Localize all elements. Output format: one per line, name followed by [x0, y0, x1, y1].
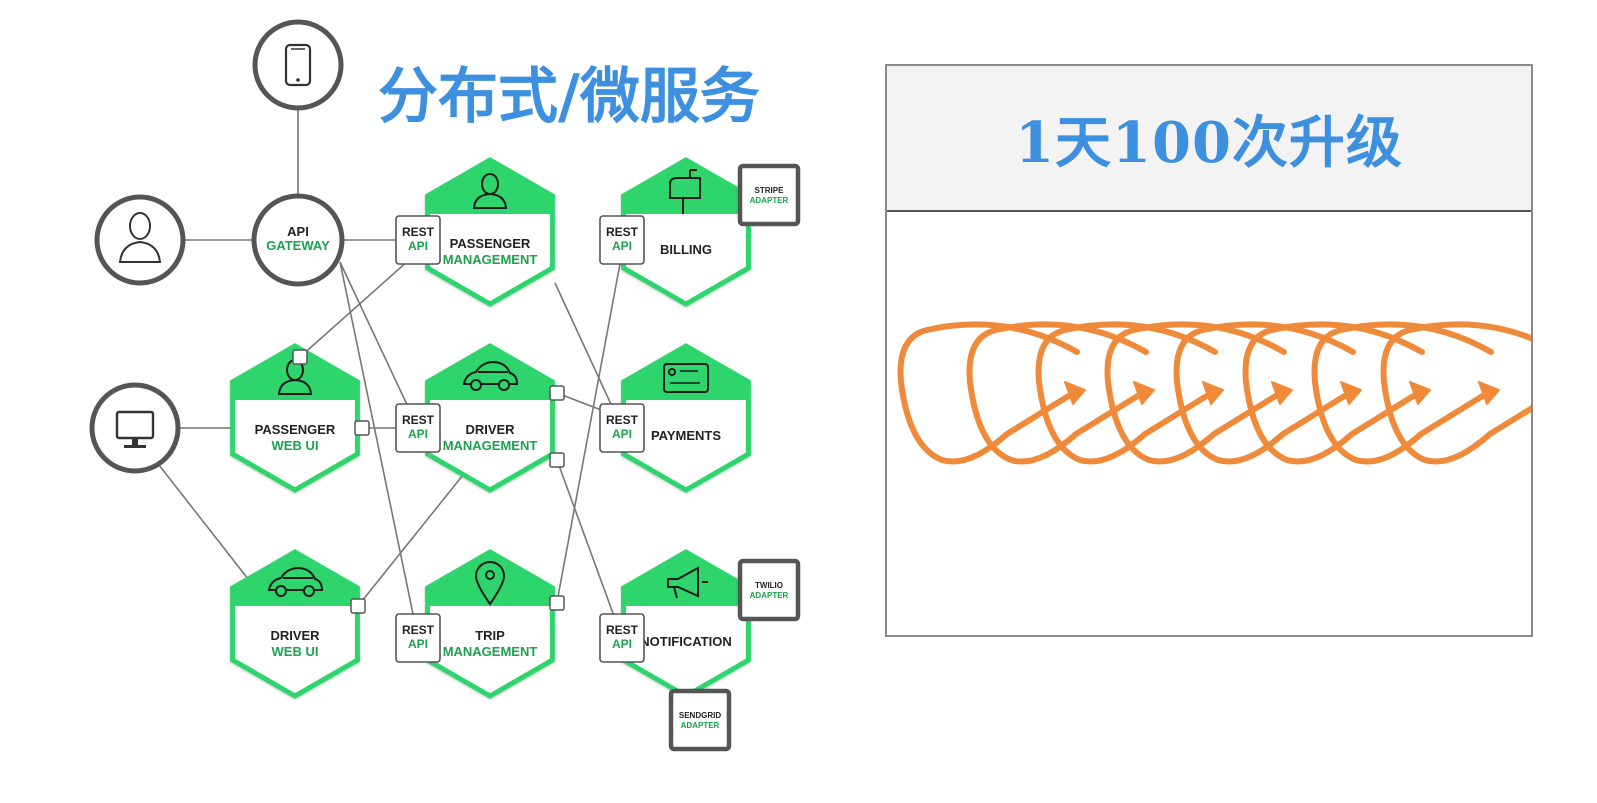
rest-label-line1: REST	[606, 623, 639, 637]
driver-management-label-line1: DRIVER	[465, 422, 515, 437]
connector-squares	[292, 349, 565, 614]
spiral-loop	[966, 321, 1155, 465]
stripe-label-line1: STRIPE	[755, 186, 785, 195]
passenger-web-ui-label-line1: PASSENGER	[255, 422, 336, 437]
right-panel: 1天100次升级	[885, 64, 1569, 637]
driver-web-ui-label-line1: DRIVER	[270, 628, 320, 643]
rest-label-line2: API	[408, 637, 428, 651]
desktop-client	[89, 382, 181, 474]
spiral-loop	[897, 321, 1086, 465]
twilio-label-line1: TWILIO	[755, 581, 783, 590]
notification-label-line1: NOTIFICATION	[640, 634, 731, 649]
billing-label-line1: BILLING	[660, 242, 712, 257]
car-icon	[462, 360, 519, 391]
api-gateway: API GATEWAY	[251, 193, 345, 287]
rest-label-line2: API	[612, 239, 632, 253]
payments-label-line1: PAYMENTS	[651, 428, 721, 443]
spiral-graphic	[897, 321, 1569, 465]
spiral-loop	[1173, 321, 1362, 465]
user-client	[94, 194, 186, 286]
spiral-loop	[1104, 321, 1293, 465]
api-gateway-line2: GATEWAY	[266, 238, 330, 253]
adapter-boxes: STRIPEADAPTERTWILIOADAPTERSENDGRIDADAPTE…	[668, 163, 801, 752]
mobile-client	[252, 19, 344, 111]
driver-management-label-line2: MANAGEMENT	[443, 438, 538, 453]
right-panel-title: 1天100次升级	[1015, 109, 1403, 176]
rest-label-line2: API	[612, 427, 632, 441]
mobile-phone-icon	[284, 43, 312, 87]
spiral-loop	[1242, 321, 1431, 465]
passenger-web-ui-label-line2: WEB UI	[272, 438, 319, 453]
stripe-label-line2: ADAPTER	[750, 196, 789, 205]
megaphone-icon	[667, 566, 708, 599]
rest-label-line2: API	[408, 427, 428, 441]
sendgrid-label-line2: ADAPTER	[681, 721, 720, 730]
monitor-icon	[115, 410, 155, 448]
rest-label-line1: REST	[402, 413, 435, 427]
user-icon	[118, 212, 162, 263]
car-icon	[267, 566, 324, 597]
mailbox-icon	[669, 169, 701, 214]
trip-management-label-line1: TRIP	[475, 628, 505, 643]
twilio-label-line2: ADAPTER	[750, 591, 789, 600]
rest-label-line2: API	[612, 637, 632, 651]
left-title: 分布式/微服务	[378, 62, 760, 132]
spiral-loop	[1035, 321, 1224, 465]
driver-web-ui-label-line2: WEB UI	[272, 644, 319, 659]
rest-label-line2: API	[408, 239, 428, 253]
rest-label-line1: REST	[606, 225, 639, 239]
rest-label-line1: REST	[402, 623, 435, 637]
sendgrid-label-line1: SENDGRID	[679, 711, 721, 720]
right-panel-header: 1天100次升级	[887, 66, 1531, 212]
person-icon	[472, 173, 508, 209]
api-gateway-line1: API	[287, 224, 309, 239]
rest-label-line1: REST	[402, 225, 435, 239]
passenger-management-label-line2: MANAGEMENT	[443, 252, 538, 267]
credit-card-icon	[663, 363, 709, 393]
trip-management-label-line2: MANAGEMENT	[443, 644, 538, 659]
passenger-management-label-line1: PASSENGER	[450, 236, 531, 251]
rest-api-boxes: RESTAPIRESTAPIRESTAPIRESTAPIRESTAPIRESTA…	[395, 215, 645, 663]
spiral-loop	[1311, 321, 1500, 465]
map-pin-icon	[474, 561, 506, 606]
connection-lines	[129, 65, 623, 639]
rest-label-line1: REST	[606, 413, 639, 427]
